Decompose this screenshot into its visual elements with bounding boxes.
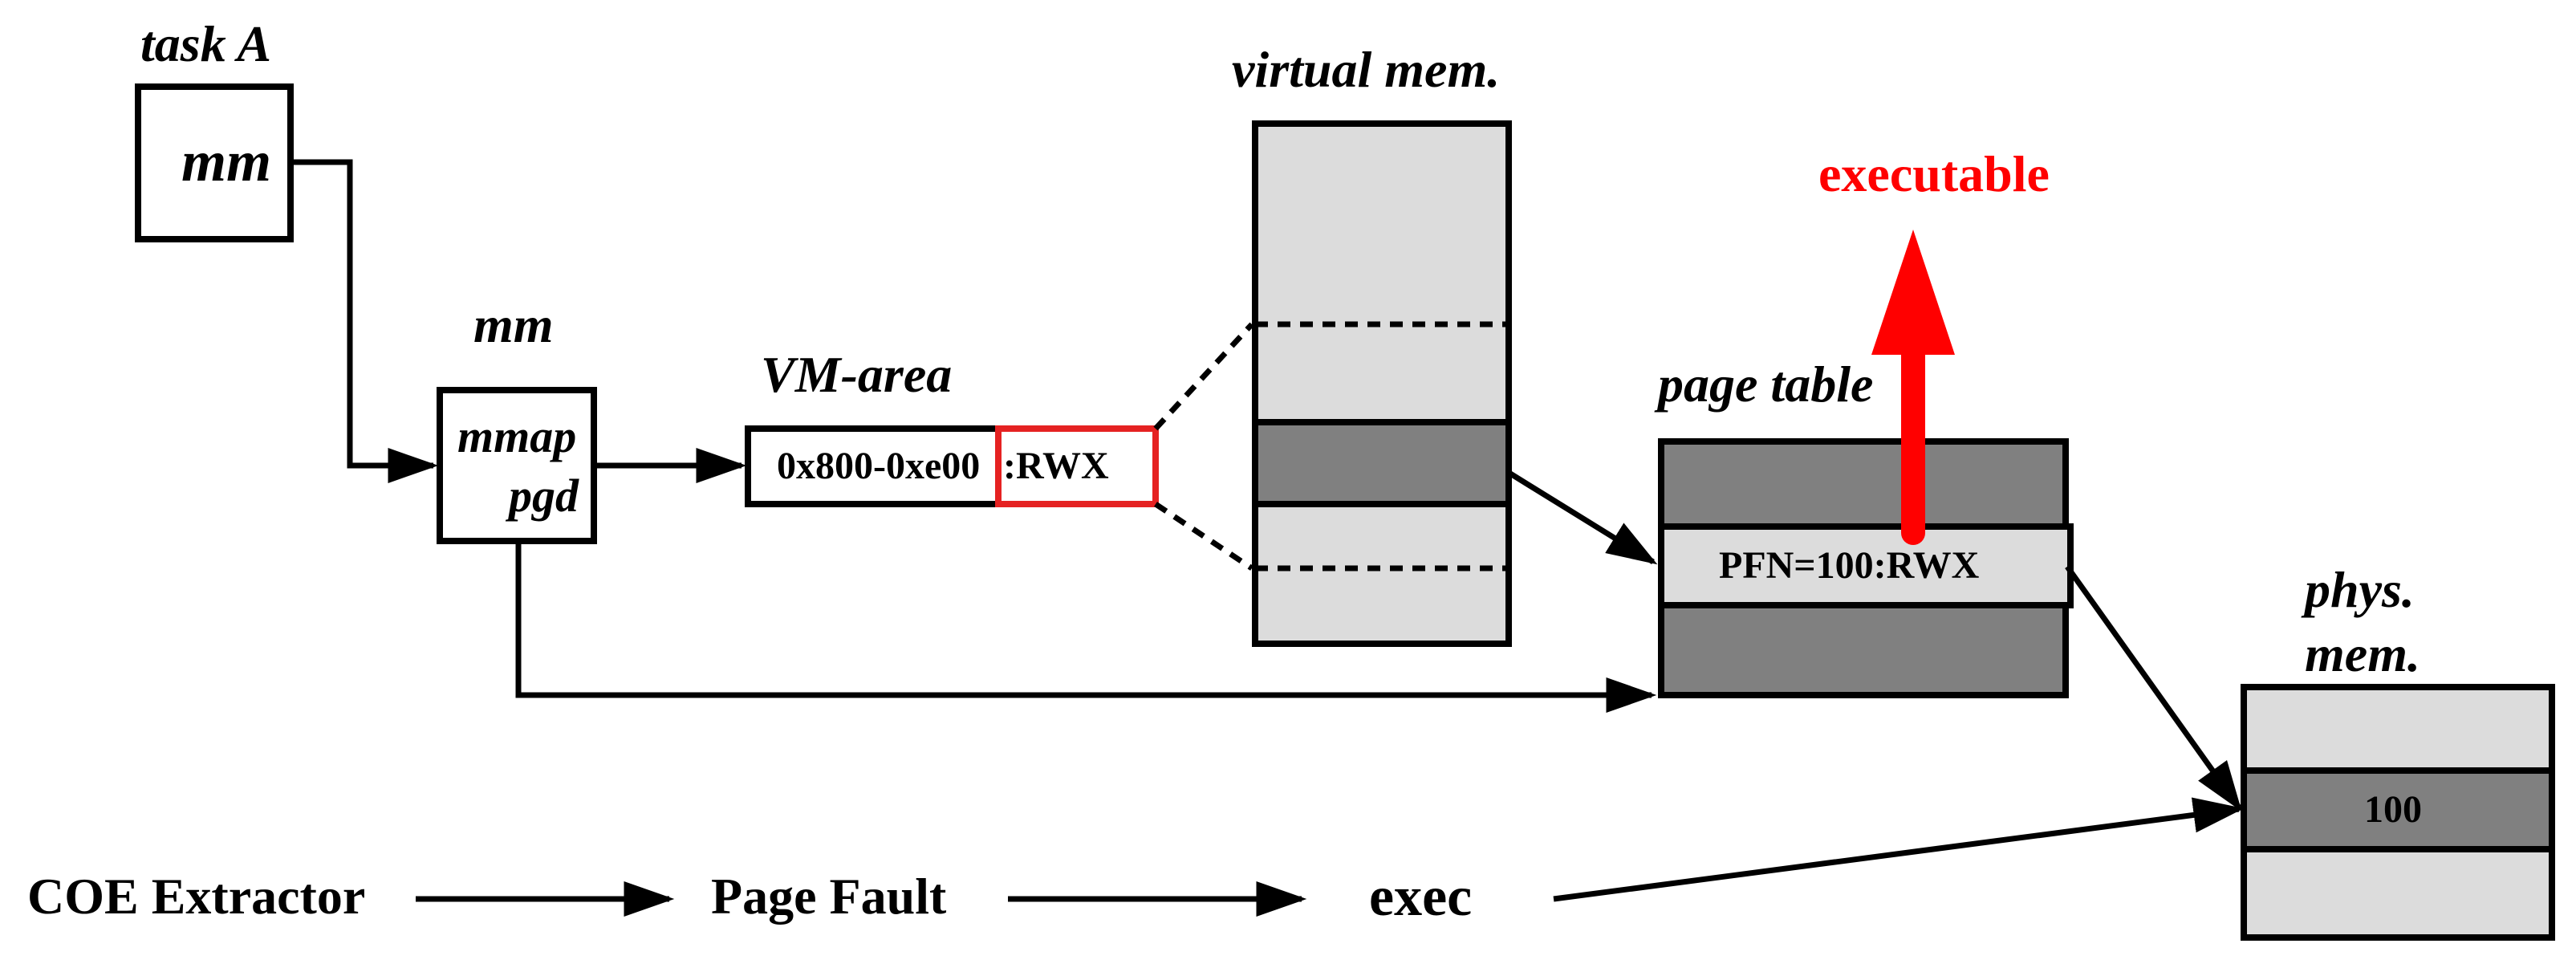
phys-mem-frame <box>2241 767 2555 852</box>
virtual-mem-column <box>1252 120 1512 647</box>
vm-area-permission: :RWX <box>1003 445 1109 487</box>
page-table-entry <box>1658 523 2074 608</box>
executable-label: executable <box>1818 145 2050 202</box>
task-a-title: task A <box>140 15 271 72</box>
vm-area-title: VM-area <box>761 346 952 403</box>
vm-area-permission-highlight <box>995 425 1159 507</box>
mm-mmap-field: mmap <box>457 410 576 462</box>
vm-area-range: 0x800-0xe00 <box>777 445 980 487</box>
virtual-mem-mapped-page <box>1252 419 1512 507</box>
exec-to-frame-arrow <box>1553 797 2245 902</box>
vm-area-projection-top <box>1153 322 1254 431</box>
vm-area-projection-bottom <box>1154 502 1253 571</box>
flow-step-page-fault: Page Fault <box>711 868 947 925</box>
page-table-title: page table <box>1654 356 1873 413</box>
flow-step-coe-extractor: COE Extractor <box>27 868 365 925</box>
flow-step-exec: exec <box>1369 866 1472 928</box>
pgd-to-page-table-connector <box>515 541 1657 714</box>
task-a-box <box>135 83 294 242</box>
vpage-to-pte-arrow <box>1509 471 1658 565</box>
mm-title: mm <box>473 296 554 353</box>
task-a-mm-label: mm <box>181 129 271 193</box>
phys-mem-frame-number: 100 <box>2364 788 2422 831</box>
task-to-mm-connector <box>291 159 439 484</box>
phys-mem-title-line1: phys. <box>2301 561 2415 618</box>
mm-pgd-field: pgd <box>505 470 579 522</box>
pte-to-frame-arrow <box>2065 564 2242 812</box>
executable-arrow-head <box>1871 230 1955 355</box>
phys-mem-title-line2: mem. <box>2305 625 2420 682</box>
page-table-entry-text: PFN=100:RWX <box>1719 544 1980 587</box>
virtual-mem-title: virtual mem. <box>1232 41 1500 98</box>
vm-area-box <box>745 425 1159 507</box>
